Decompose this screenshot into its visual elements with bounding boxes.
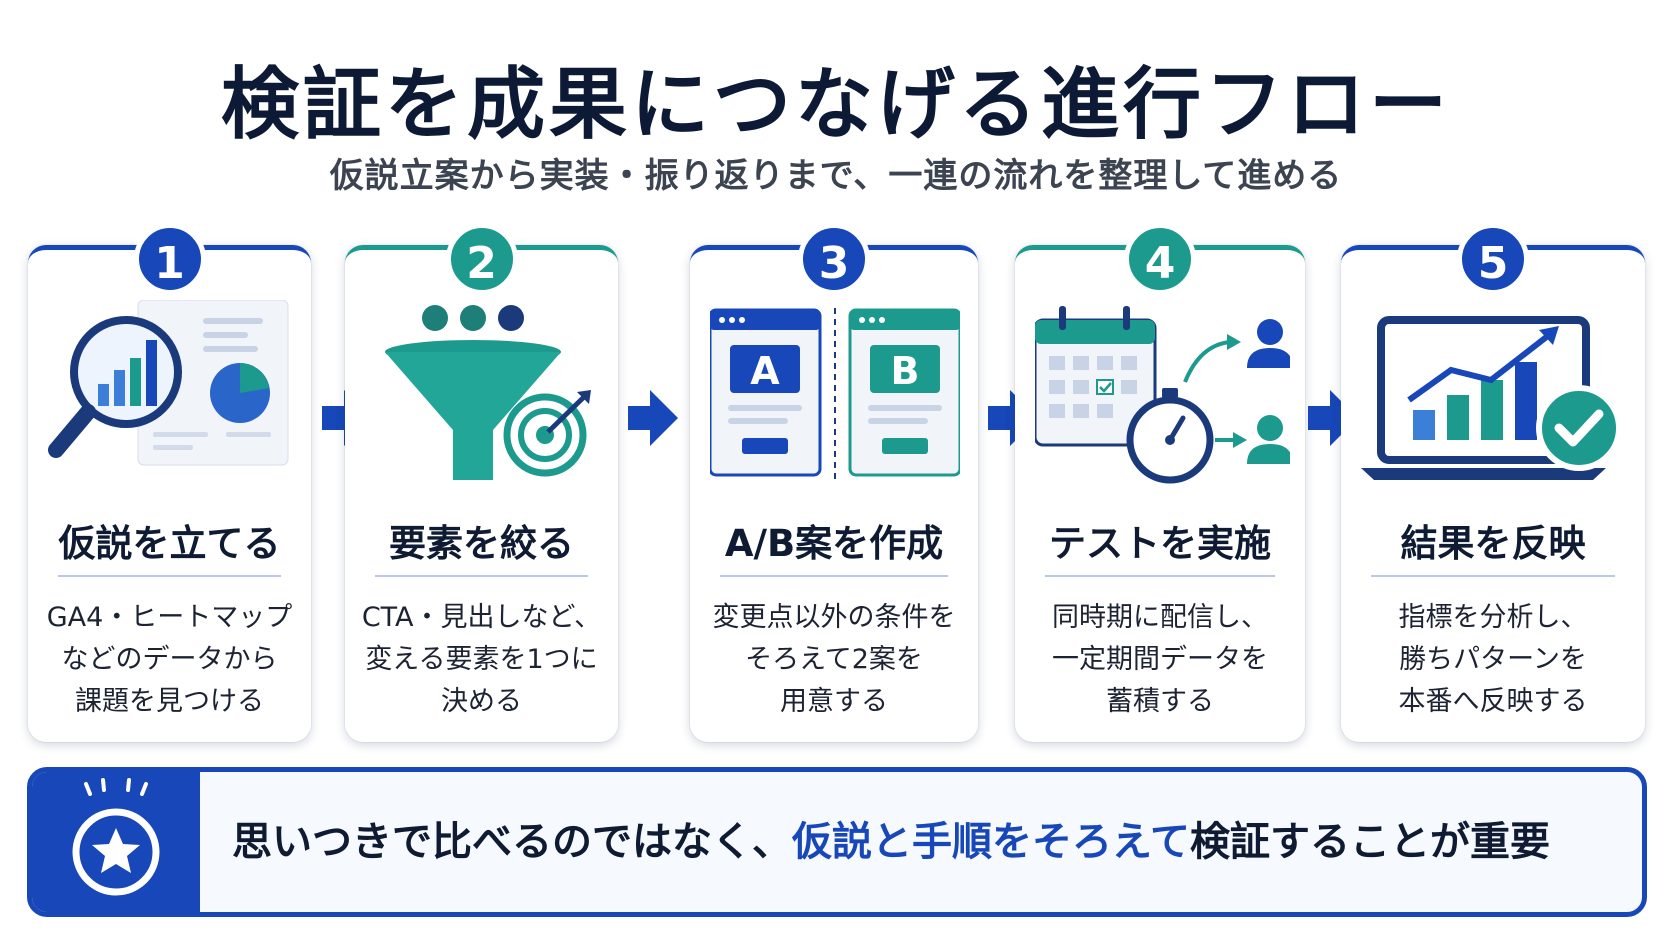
step-title-2: 要素を絞る (389, 522, 574, 565)
step-desc-2: CTA・見出しなど、 変える要素を1つに 決める (361, 602, 602, 717)
step-card-2: 2 要素を絞る CTA・見出しなど、 変える要素を1つに 決める (345, 223, 618, 742)
step-title-4: テストを実施 (1049, 522, 1271, 565)
star-badge-icon (72, 778, 160, 896)
page-subtitle: 仮説立案から実装・振り返りまで、一連の流れを整理して進める (329, 156, 1343, 196)
calendar-stopwatch-icon (1035, 306, 1290, 484)
step-number-5: 5 (1457, 223, 1529, 295)
step-desc-3: 変更点以外の条件を そろえて2案を 用意する (712, 602, 956, 717)
step-card-3: 3 A B A/B案を作成 変更点以外の条件を そろえて2案を 用意する (690, 223, 978, 742)
step-title-1: 仮説を立てる (58, 522, 281, 565)
step-card-4: 4 テストを実施 同時期に配信し、 一定期間データを 蓄積する (1015, 223, 1305, 742)
step-desc-4: 同時期に配信し、 一定期間データを 蓄積する (1052, 602, 1268, 717)
key-point-banner: 思いつきで比べるのではなく、仮説と手順をそろえて検証することが重要 (27, 767, 1647, 917)
ab-test-icon: A B (710, 308, 960, 482)
step-card-5: 5 結果を反映 指標を分析し、 勝ちパターンを 本番へ反映する (1341, 223, 1645, 742)
step-desc-1: GA4・ヒートマップ などのデータから 課題を見つける (46, 602, 293, 717)
magnifier-analytics-icon (48, 300, 289, 466)
step-number-4: 4 (1124, 223, 1196, 295)
step-title-3: A/B案を作成 (724, 522, 944, 565)
step-card-1: 1 仮説を立てる GA4・ヒートマップ などのデータから 課題を見つける (28, 223, 311, 742)
variant-b-label: B (891, 349, 920, 393)
step-desc-5: 指標を分析し、 勝ちパターンを 本番へ反映する (1398, 602, 1588, 717)
arrow-right-icon (1308, 390, 1358, 446)
arrow-right-icon (988, 390, 1038, 446)
page-title: 検証を成果につなげる進行フロー (220, 60, 1451, 150)
step-number-1: 1 (133, 223, 206, 295)
variant-a-label: A (750, 349, 780, 393)
step-title-5: 結果を反映 (1400, 522, 1586, 565)
funnel-target-icon (385, 305, 591, 480)
key-point-text: 思いつきで比べるのではなく、仮説と手順をそろえて検証することが重要 (232, 819, 1550, 865)
step-number-2: 2 (445, 223, 518, 295)
step-number-3: 3 (798, 223, 870, 295)
arrow-right-icon (628, 390, 678, 446)
laptop-growth-check-icon (1361, 316, 1622, 480)
